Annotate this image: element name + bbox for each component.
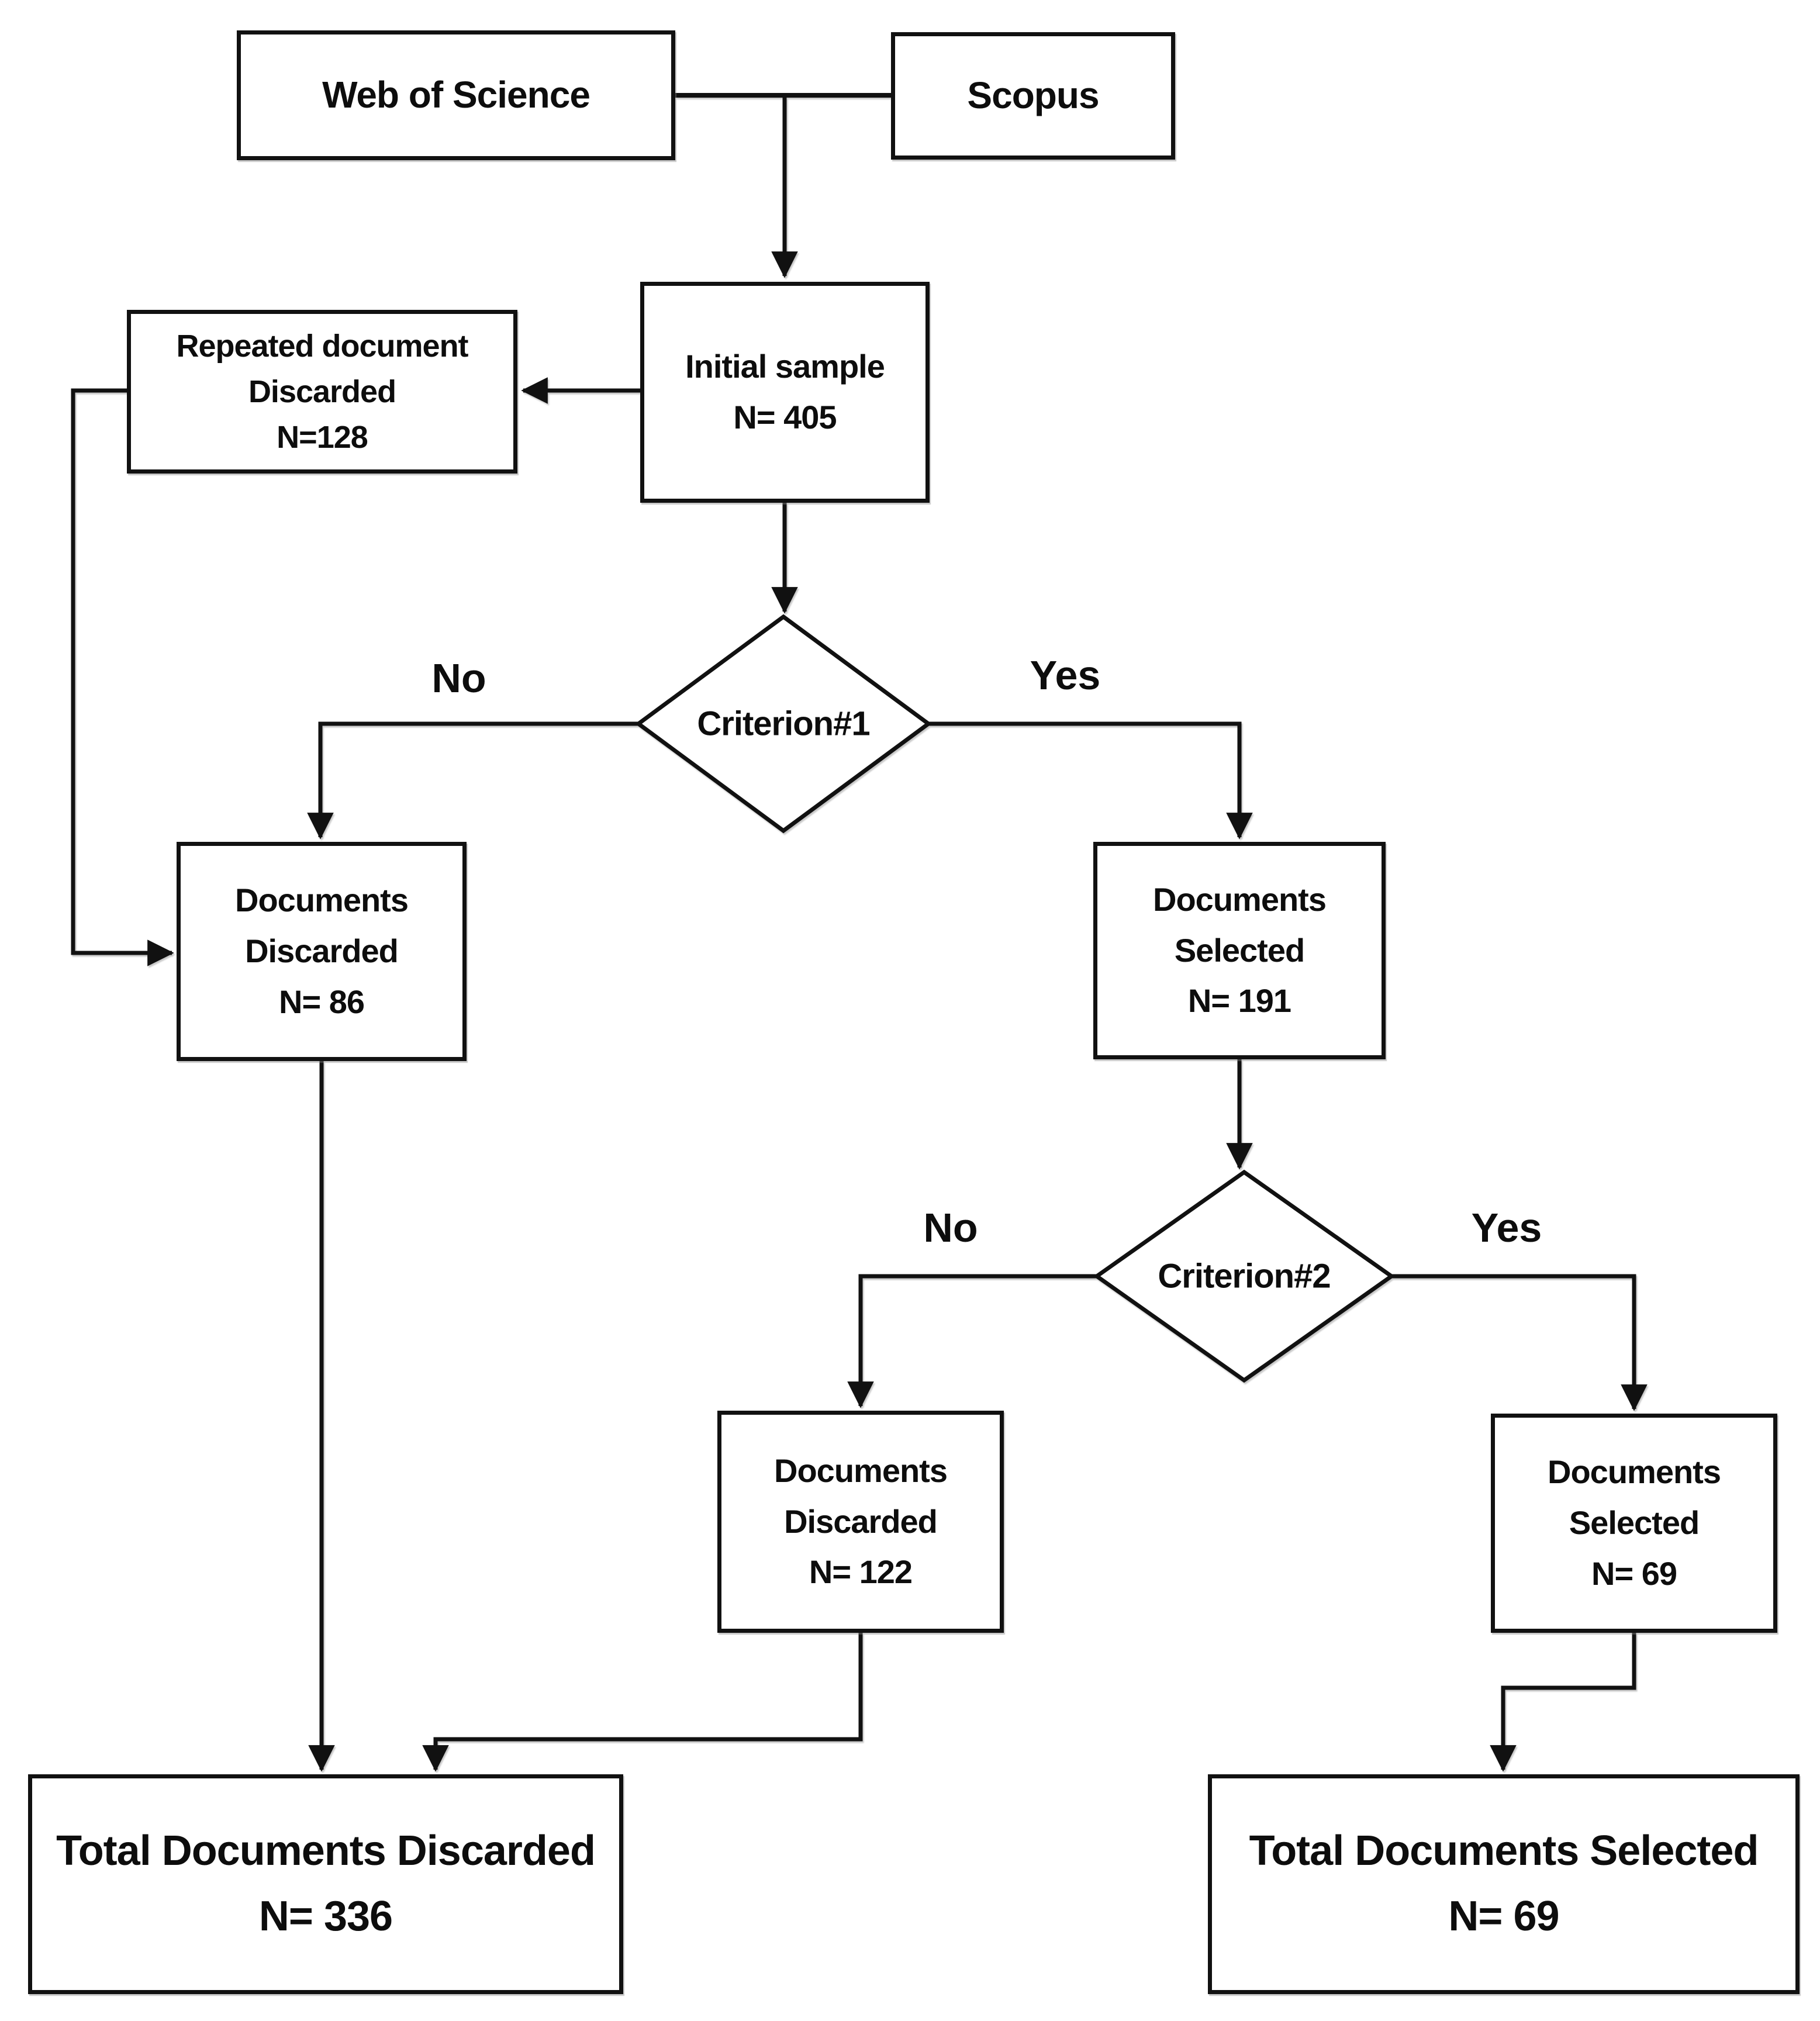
node-documents-discarded-86: Documents Discarded N= 86 xyxy=(177,842,467,1061)
node-web-of-science-label: Web of Science xyxy=(322,74,590,116)
edge-discarded122-to-total-arrow xyxy=(422,1633,863,1772)
edge-criterion2-no-arrow xyxy=(847,1274,1097,1408)
node-documents-selected-191: Documents Selected N= 191 xyxy=(1093,842,1386,1059)
node-total-documents-discarded-label: Total Documents Discarded N= 336 xyxy=(56,1827,596,1940)
node-initial-sample: Initial sample N= 405 xyxy=(640,282,930,503)
edge-repeated-to-discarded86-arrow xyxy=(71,388,174,966)
criterion2-yes-label: Yes xyxy=(1471,1205,1542,1250)
node-documents-discarded-122: Documents Discarded N= 122 xyxy=(717,1411,1004,1633)
node-documents-selected-69: Documents Selected N= 69 xyxy=(1491,1414,1777,1633)
node-documents-selected-69-label: Documents Selected N= 69 xyxy=(1548,1453,1721,1592)
node-scopus-label: Scopus xyxy=(967,74,1099,117)
edge-criterion1-no-arrow xyxy=(307,721,638,840)
node-documents-discarded-86-label: Documents Discarded N= 86 xyxy=(235,882,409,1020)
node-total-documents-discarded: Total Documents Discarded N= 336 xyxy=(28,1774,623,1994)
node-total-documents-selected: Total Documents Selected N= 69 xyxy=(1208,1774,1800,1994)
node-total-documents-selected-label: Total Documents Selected N= 69 xyxy=(1249,1827,1759,1940)
criterion1-no-label: No xyxy=(431,655,486,701)
criterion2-no-label: No xyxy=(923,1205,978,1250)
node-documents-discarded-122-label: Documents Discarded N= 122 xyxy=(774,1452,948,1591)
node-web-of-science: Web of Science xyxy=(237,30,675,160)
edge-criterion2-yes-arrow xyxy=(1391,1274,1648,1411)
node-repeated-document-discarded-label: Repeated document Discarded N=128 xyxy=(176,328,468,455)
criterion2-diamond-shape xyxy=(1093,1169,1396,1383)
node-initial-sample-label: Initial sample N= 405 xyxy=(685,348,885,436)
criterion1-yes-label: Yes xyxy=(1030,652,1101,698)
criterion1-diamond-shape xyxy=(635,614,932,834)
node-criterion1-label: Criterion#1 xyxy=(697,704,870,743)
node-criterion2-label: Criterion#2 xyxy=(1158,1257,1331,1295)
edge-criterion1-yes-arrow xyxy=(928,721,1253,840)
node-documents-selected-191-label: Documents Selected N= 191 xyxy=(1153,880,1327,1020)
edge-selected69-to-total-arrow xyxy=(1490,1633,1636,1772)
node-repeated-document-discarded: Repeated document Discarded N=128 xyxy=(127,310,517,474)
node-scopus: Scopus xyxy=(891,32,1175,160)
